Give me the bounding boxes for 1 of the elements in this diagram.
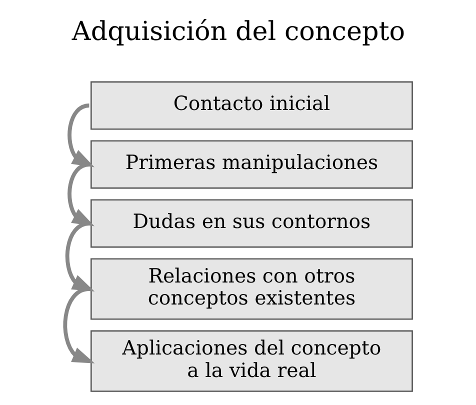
diagram-title: Adquisición del concepto [71,16,405,47]
